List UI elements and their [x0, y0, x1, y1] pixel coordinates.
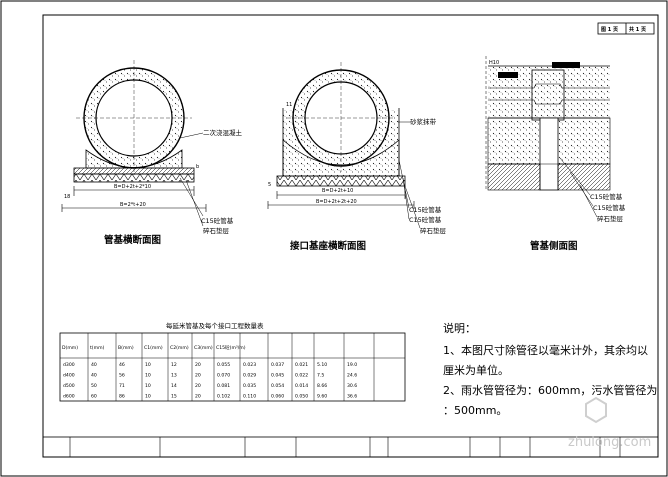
- callout-label: C15砼管基: [409, 215, 442, 224]
- corner-label-1: 图 1 页: [601, 26, 618, 33]
- table-cell: 15: [171, 394, 177, 400]
- dim-label: b: [196, 164, 199, 170]
- table-cell: d300: [63, 362, 75, 368]
- table-cell: 36.6: [347, 394, 357, 400]
- watermark: zhulong.com: [568, 396, 651, 450]
- table-header-cell: C15砼(m³/m): [216, 344, 246, 351]
- callout-label: C15砼管基: [409, 205, 442, 214]
- callout-label: 二次浇混凝土: [203, 128, 243, 137]
- dim-label: B=2*t+20: [120, 202, 146, 208]
- concrete-base: [85, 149, 183, 169]
- table-cell: 30.6: [347, 383, 357, 389]
- table-cell: 0.037: [271, 362, 284, 368]
- table-cell: 12: [171, 362, 177, 368]
- callout-label: C15砼管基: [593, 203, 626, 212]
- table-cell: d600: [63, 394, 75, 400]
- table-cell: 0.102: [217, 394, 230, 400]
- table-cell: 0.081: [217, 383, 230, 389]
- callout-label: C15砼管基: [590, 192, 623, 201]
- table-cell: 10: [145, 362, 151, 368]
- table-cell: 0.045: [271, 373, 284, 379]
- table-cell: 86: [119, 394, 125, 400]
- callout-label: 碎石垫层: [420, 226, 447, 235]
- table-cell: d500: [63, 383, 75, 389]
- table-cell: 7.5: [317, 373, 324, 379]
- dim-label: 18: [64, 194, 70, 200]
- table-cell: 20: [195, 373, 201, 379]
- table-cell: 46: [119, 362, 125, 368]
- note-line: ：500mm。: [443, 404, 507, 417]
- figure-caption: 接口基座横断面图: [290, 240, 366, 252]
- table-cell: 40: [91, 362, 97, 368]
- callout-label: C15砼管基: [201, 216, 234, 225]
- table-cell: 0.022: [295, 373, 308, 379]
- dim-label: 5: [268, 182, 271, 188]
- corner-box: 图 1 页 共 1 页: [597, 22, 655, 35]
- table-cell: 56: [119, 373, 125, 379]
- table-cell: d400: [63, 373, 75, 379]
- dim-label: B=D+2t+10: [322, 188, 353, 194]
- table-cell: 50: [91, 383, 97, 389]
- table-cell: 0.035: [243, 383, 256, 389]
- callout-label: 碎石垫层: [203, 226, 230, 235]
- figure-caption: 管基横断面图: [104, 234, 161, 246]
- table-header-cell: D(mm): [62, 345, 78, 351]
- table-cell: 0.021: [295, 362, 308, 368]
- table-cell: 0.014: [295, 383, 308, 389]
- title-block: [42, 436, 659, 458]
- table-cell: 0.055: [217, 362, 230, 368]
- table-cell: 20: [195, 362, 201, 368]
- dim-label: H10: [489, 60, 499, 66]
- callout-label: 砂浆抹带: [410, 117, 437, 126]
- note-line: 1、本图尺寸除管径以毫米计外，其余均以: [443, 343, 648, 357]
- table-header-cell: t(mm): [90, 345, 105, 351]
- table-cell: 0.054: [271, 383, 284, 389]
- table-cell: 10: [145, 373, 151, 379]
- dim-label: B=D+2t+2*10: [114, 184, 151, 190]
- table-cell: 13: [171, 373, 177, 379]
- table-cell: 10: [145, 394, 151, 400]
- table-cell: 60: [91, 394, 97, 400]
- dim-label: 11: [286, 102, 292, 108]
- gravel-layer: [276, 175, 406, 187]
- table-cell: 9.60: [317, 394, 327, 400]
- figure-caption: 管基侧面图: [530, 240, 578, 252]
- table-cell: 20: [195, 383, 201, 389]
- table-cell: 8.66: [317, 383, 327, 389]
- table-cell: 0.023: [243, 362, 256, 368]
- table-cell: 20: [195, 394, 201, 400]
- table-cell: 0.029: [243, 373, 256, 379]
- note-line: 厘米为单位。: [443, 363, 509, 377]
- table-cell: 19.0: [347, 362, 357, 368]
- table-cell: 0.050: [295, 394, 308, 400]
- callout-label: 碎石垫层: [597, 214, 624, 223]
- note-line: 2、雨水管管径为：600mm，污水管管径为: [443, 383, 657, 397]
- table-cell: 0.110: [243, 394, 256, 400]
- table-header-cell: C1(mm): [144, 345, 163, 351]
- table-cell: 24.6: [347, 373, 357, 379]
- table-header-cell: C3(mm): [194, 345, 213, 351]
- table-cell: 0.060: [271, 394, 284, 400]
- notes-block: 说明： 1、本图尺寸除管径以毫米计外，其余均以 厘米为单位。 2、雨水管管径为：…: [443, 321, 657, 417]
- table-header-cell: C2(mm): [170, 345, 189, 351]
- table-cell: 10: [145, 383, 151, 389]
- table-header-cell: B(mm): [118, 345, 134, 351]
- table-cell: 40: [91, 373, 97, 379]
- joint-concrete-base: [282, 139, 400, 177]
- notes-heading: 说明：: [443, 321, 476, 335]
- corner-label-2: 共 1 页: [629, 26, 646, 33]
- table-cell: 71: [119, 383, 125, 389]
- pipe-base-side-figure: H10 C15砼管基 C15砼管基 碎石垫层 管基侧面图: [485, 56, 626, 252]
- dim-label: B=D+2t+2t+20: [316, 199, 357, 205]
- table-title: 每延米管基及每个接口工程数量表: [166, 321, 264, 330]
- joint-base-section-figure: B=D+2t+10 B=D+2t+2t+20 11 5 砂浆抹带 C15砼管基 …: [267, 62, 447, 252]
- watermark-text: zhulong.com: [568, 435, 651, 450]
- gravel-layer: [73, 173, 195, 183]
- pipe-base-section-figure: B=D+2t+2*10 B=2*t+20 18 b 二次浇混凝土 C15砼管基 …: [61, 60, 243, 246]
- quantity-table: 每延米管基及每个接口工程数量表 D(mm) t(mm) B(mm) C1(mm) C2(…: [59, 321, 406, 402]
- table-cell: 5.10: [317, 362, 327, 368]
- table-cell: 0.070: [217, 373, 230, 379]
- table-cell: 14: [171, 383, 177, 389]
